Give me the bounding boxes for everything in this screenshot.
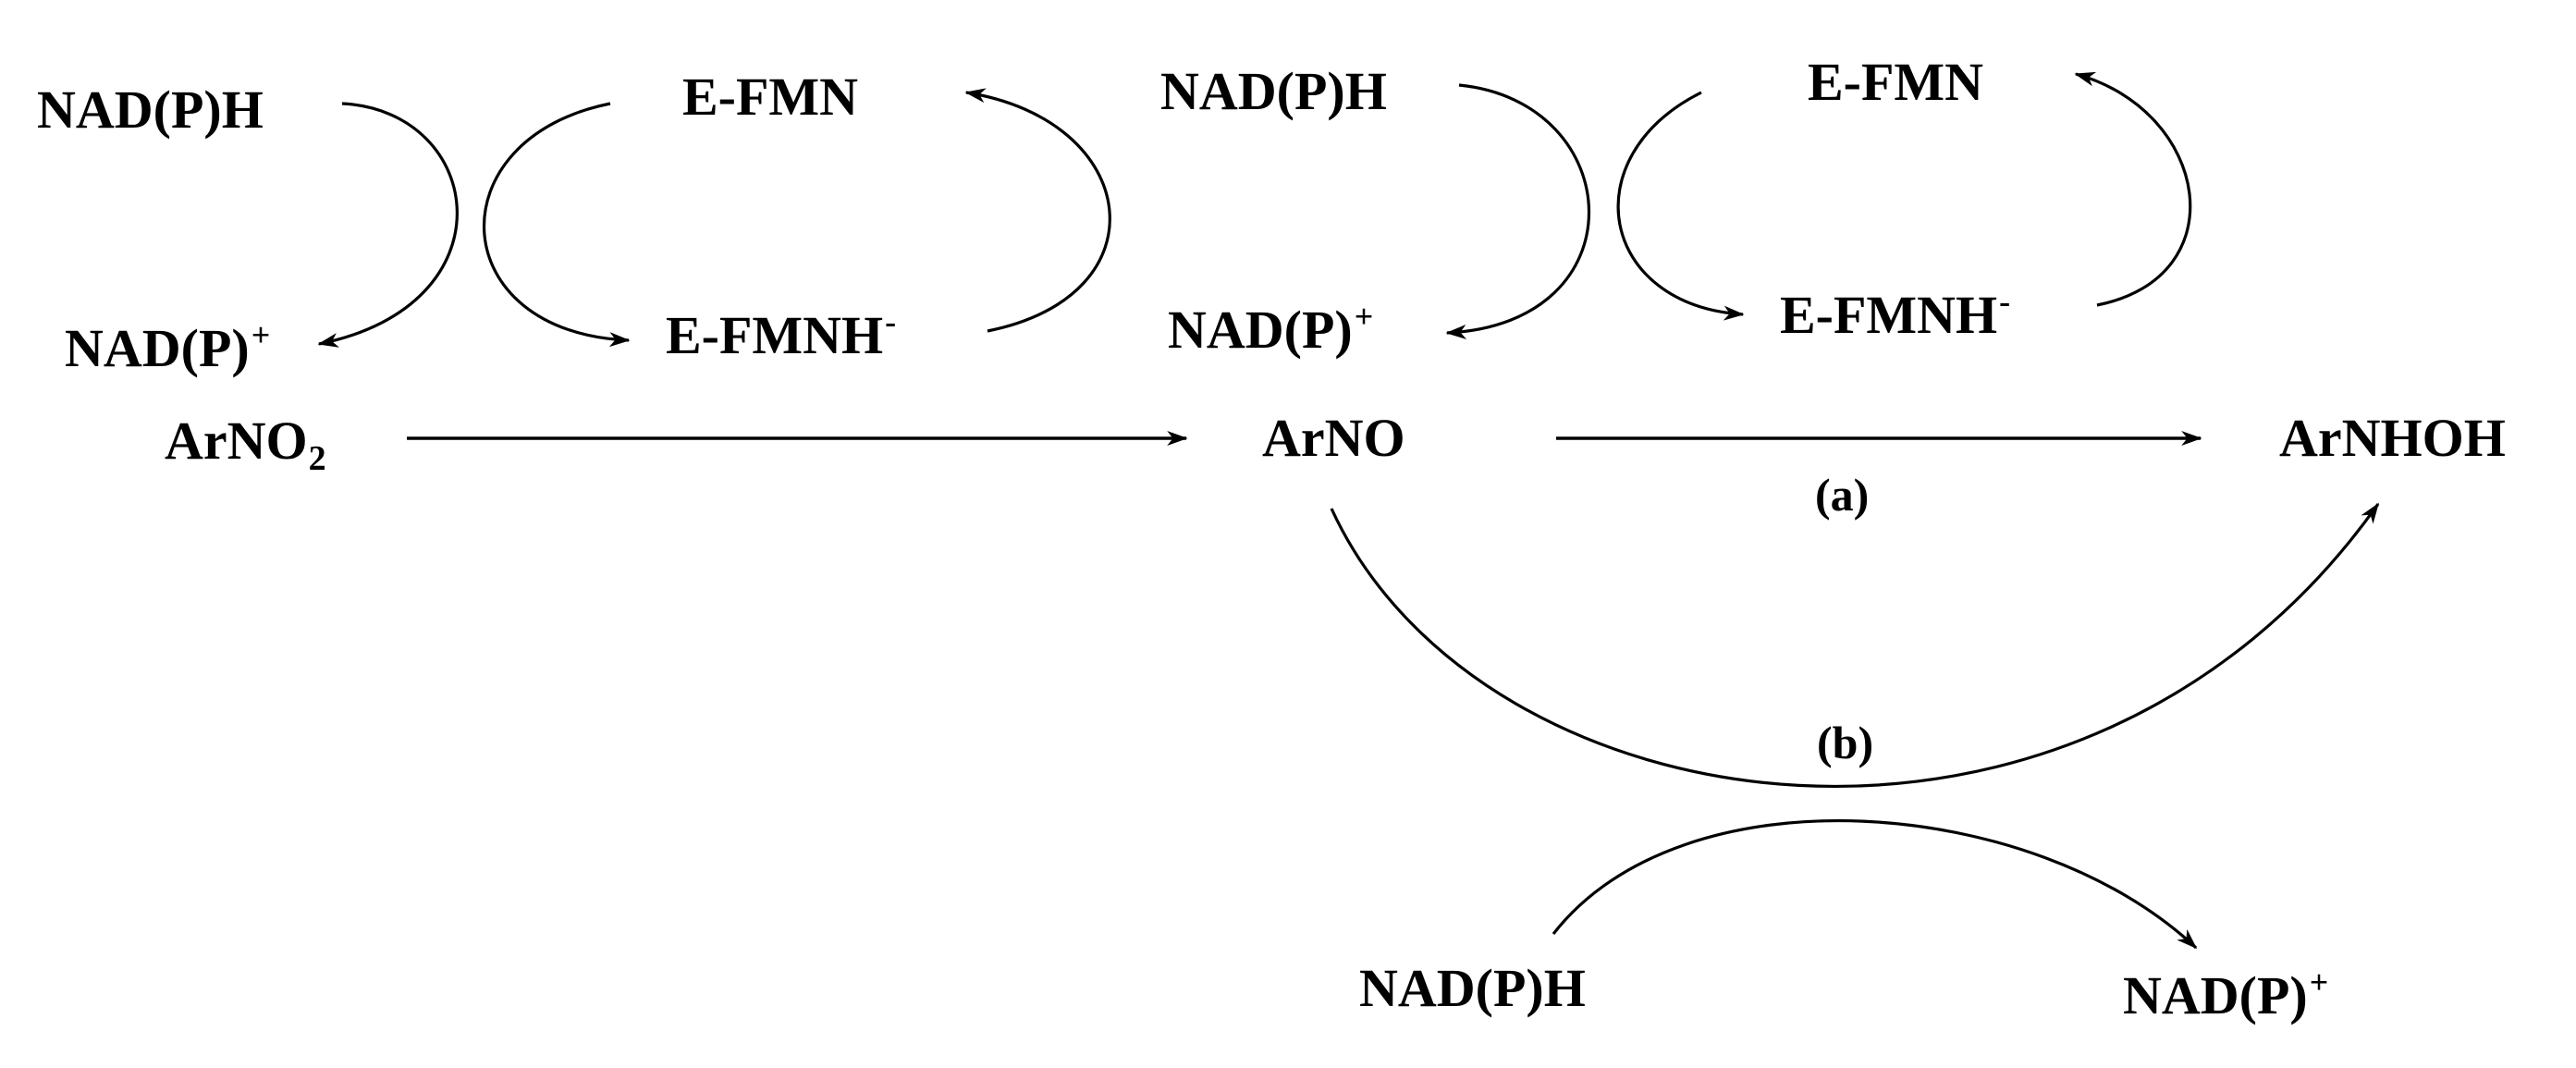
- arrow-efmn-to-efmnh-left: [482, 102, 631, 348]
- label-step-a: (a): [1815, 469, 1870, 521]
- arrow-nadph-to-nadp-bottom: [1552, 818, 2198, 950]
- label-efmnh-left: E-FMNH-: [666, 303, 897, 365]
- label-nadph-top-left: NAD(P)H: [37, 80, 264, 140]
- arrow-nadph-to-nadp-left: [317, 102, 459, 348]
- arrow-efmnh-to-efmn-left: [964, 88, 1111, 333]
- label-nadph-top-middle: NAD(P)H: [1160, 61, 1387, 121]
- label-efmnh-right: E-FMNH-: [1780, 283, 2011, 345]
- label-nadp-plus-left: NAD(P)+: [65, 316, 271, 378]
- label-arno2: ArNO2: [165, 411, 326, 478]
- label-efmn-right: E-FMN: [1808, 52, 1984, 112]
- arrow-efmnh-to-efmn-right: [2074, 71, 2192, 307]
- label-arnhoh: ArNHOH: [2279, 408, 2506, 468]
- label-nadp-plus-bottom: NAD(P)+: [2123, 964, 2329, 1025]
- arrow-nadph-to-nadp-middle: [1445, 83, 1591, 339]
- arrow-arno-to-arnhoh-path-b: [1330, 502, 2380, 788]
- label-nadph-bottom: NAD(P)H: [1359, 958, 1586, 1018]
- label-step-b: (b): [1817, 717, 1874, 768]
- label-arno: ArNO: [1262, 408, 1405, 468]
- label-nadp-plus-middle: NAD(P)+: [1168, 298, 1374, 360]
- arrow-efmn-to-efmnh-right: [1616, 91, 1745, 321]
- label-efmn-left: E-FMN: [682, 67, 859, 127]
